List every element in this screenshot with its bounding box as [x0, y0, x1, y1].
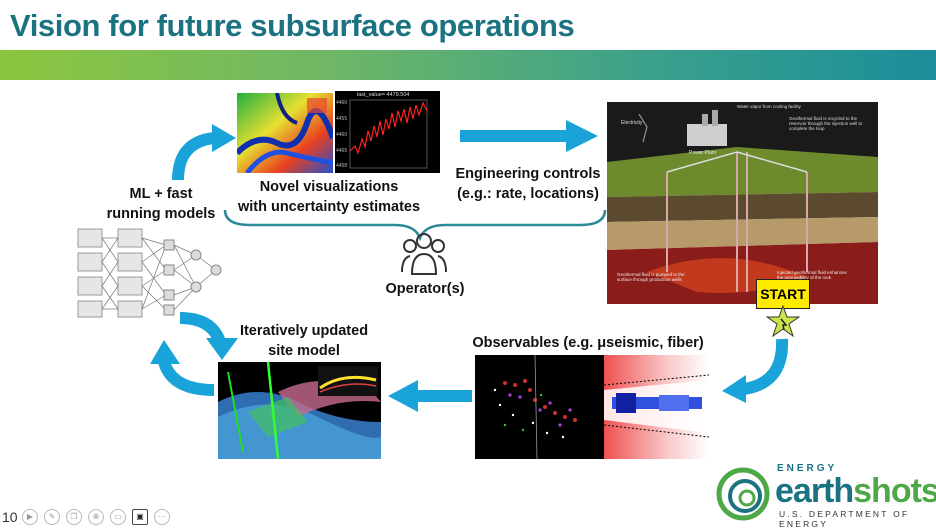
viz-label-line2: with uncertainty estimates [237, 199, 421, 215]
geo-pumped: Geothermal fluid is pumped to the surfac… [617, 272, 685, 282]
site-model-3d [218, 362, 381, 459]
fiber-strain-plot [604, 355, 709, 459]
plot-title: last_value= 4479.504 [357, 92, 410, 98]
subtitles-icon[interactable]: ▭ [110, 509, 126, 525]
engineering-label-line2: (e.g.: rate, locations) [457, 186, 599, 202]
time-series-plot: last_value= 4479.504 4460 4455 4460 4465… [335, 91, 440, 173]
terrain-map-image [237, 93, 333, 173]
earthshots-swirl-icon [716, 467, 770, 521]
y-tick: 4460 [336, 132, 348, 138]
title-gradient-band [0, 50, 936, 80]
arrow-ml-to-site [179, 312, 238, 360]
engineering-label-line1: Engineering controls [455, 166, 601, 182]
geothermal-illustration: Electricity Water vapor from cooling fac… [607, 102, 878, 304]
geo-electricity: Electricity [621, 120, 643, 126]
site-model-label: Iteratively updated site model [224, 321, 384, 361]
logo-energy: ENERGY [777, 463, 838, 474]
pen-icon[interactable]: ✎ [44, 509, 60, 525]
y-tick: 4458 [336, 163, 348, 169]
geo-power-plant: Power Plant [689, 150, 716, 156]
camera-icon[interactable]: ▣ [132, 509, 148, 525]
arrow-site-to-ml [150, 340, 215, 396]
operator-label: Operator(s) [385, 281, 465, 297]
y-tick: 4455 [336, 116, 348, 122]
more-icon[interactable]: ⋯ [154, 509, 170, 525]
arrow-start-to-observables [722, 338, 789, 403]
y-tick: 4460 [336, 100, 348, 106]
operator-bracket [223, 209, 607, 242]
ml-label-line1: ML + fast [129, 186, 193, 202]
ml-label-line2: running models [106, 206, 216, 222]
star-icon [766, 305, 800, 338]
operator-icon [401, 233, 447, 275]
page-number: 10 [2, 509, 18, 525]
copy-icon[interactable]: ❐ [66, 509, 82, 525]
viz-label-line1: Novel visualizations [259, 179, 399, 195]
site-model-label-line2: site model [268, 343, 340, 359]
observables-label: Observables (e.g. μseismic, fiber) [472, 335, 704, 351]
presenter-toolbar: ▶ ✎ ❐ ⊕ ▭ ▣ ⋯ [22, 509, 170, 525]
neural-network-diagram [77, 228, 222, 318]
geo-vapor: Water vapor from cooling facility [737, 104, 801, 109]
microseismic-scatter [475, 355, 604, 459]
ml-label: ML + fast running models [100, 184, 222, 224]
arrow-ml-to-viz [172, 124, 236, 181]
logo-wordmark: earthshots [775, 472, 936, 510]
arrow-viz-to-engineering [460, 120, 598, 152]
y-tick: 4465 [336, 148, 348, 154]
geo-injected: Injected geothermal fluid enhances the p… [777, 270, 847, 280]
geo-recycled: Geothermal fluid is recycled to the rese… [789, 116, 863, 131]
logo-shots: shots [853, 472, 936, 510]
site-model-label-line1: Iteratively updated [239, 323, 369, 339]
play-icon[interactable]: ▶ [22, 509, 38, 525]
start-badge: START [756, 279, 810, 309]
zoom-icon[interactable]: ⊕ [88, 509, 104, 525]
arrow-observables-to-site [388, 380, 472, 412]
earthshots-logo: ENERGY earthshots U.S. DEPARTMENT OF ENE… [715, 462, 936, 529]
slide-title: Vision for future subsurface operations [10, 8, 575, 43]
viz-label: Novel visualizations with uncertainty es… [226, 177, 432, 217]
logo-earth: earth [775, 472, 854, 510]
engineering-label: Engineering controls (e.g.: rate, locati… [448, 164, 608, 204]
logo-department: U.S. DEPARTMENT OF ENERGY [779, 509, 910, 529]
